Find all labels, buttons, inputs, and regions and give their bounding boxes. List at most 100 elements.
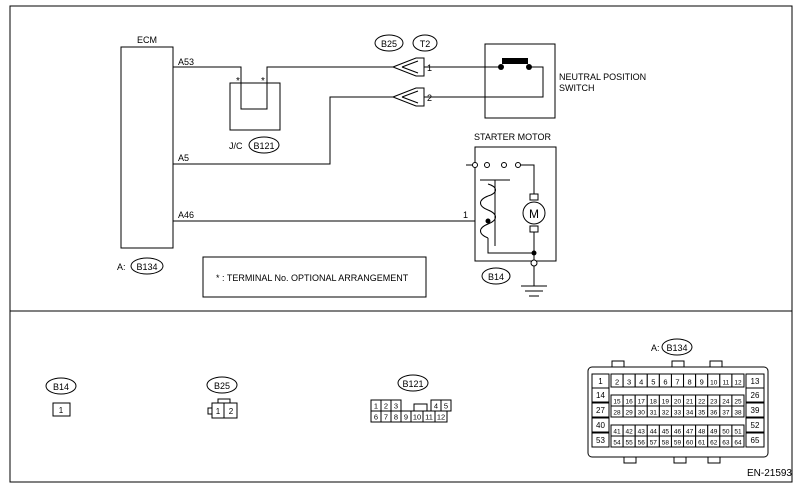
b134-pin: 12 <box>734 380 742 387</box>
b134-pin: 38 <box>734 410 742 417</box>
junction-box <box>229 82 281 131</box>
b134-pin: 33 <box>674 410 682 417</box>
b134-pin: 37 <box>722 410 730 417</box>
junction-bridge <box>240 83 268 110</box>
ecm-connector-prefix: A: <box>117 262 126 272</box>
b134-pin: 49 <box>710 429 718 436</box>
junction-connector-oval <box>248 136 280 154</box>
switch-label-line1: NEUTRAL POSITION <box>559 72 646 82</box>
b134-pin: 53 <box>596 436 605 445</box>
b121-pin: 9 <box>404 413 408 422</box>
b134-pin: 26 <box>751 391 760 400</box>
b134-pin: 10 <box>710 380 718 387</box>
motor-symbol <box>522 201 546 225</box>
starter-connector-id: B14 <box>488 272 504 282</box>
b121-view-id: B121 <box>402 379 423 389</box>
b25-pin1-number: 1 <box>427 63 432 73</box>
b134-pin: 46 <box>674 429 682 436</box>
b121-pin: 2 <box>384 402 388 411</box>
switch-box <box>484 43 556 119</box>
b134-pin: 58 <box>662 440 670 447</box>
switch-label-line2: SWITCH <box>559 83 595 93</box>
b121-pin: 4 <box>434 402 438 411</box>
b134-pin: 8 <box>688 378 692 387</box>
b14-view-id: B14 <box>53 382 69 392</box>
b134-pin: 50 <box>722 429 730 436</box>
b134-pin: 5 <box>651 378 655 387</box>
b134-pin: 62 <box>710 440 718 447</box>
wire-a53 <box>173 66 393 110</box>
b134-pin: 18 <box>650 399 658 406</box>
b134-pin: 64 <box>734 440 742 447</box>
ecm-pin-a53: A53 <box>178 57 194 67</box>
b134-pin: 54 <box>613 440 621 447</box>
reference-code: EN-21593 <box>747 468 792 479</box>
b134-pin: 13 <box>751 377 760 386</box>
b134-pin: 32 <box>662 410 670 417</box>
b25-pin2-housing <box>391 87 425 107</box>
t2-oval <box>412 34 438 52</box>
b134-pin: 6 <box>663 378 667 387</box>
b134-pin: 20 <box>674 399 682 406</box>
switch-contact-bar <box>502 58 528 64</box>
b121-pin: 7 <box>384 413 388 422</box>
b134-pin: 42 <box>626 429 634 436</box>
b134-pin: 35 <box>698 410 706 417</box>
b134-pin: 21 <box>686 399 694 406</box>
ecm-box <box>120 46 174 249</box>
b134-pin: 1 <box>598 377 603 386</box>
b134-pin: 23 <box>710 399 718 406</box>
b134-pin: 60 <box>686 440 694 447</box>
ecm-pin-a46: A46 <box>178 210 194 220</box>
b134-pin: 45 <box>662 429 670 436</box>
b134-pin: 36 <box>710 410 718 417</box>
b121-pin: 1 <box>374 402 378 411</box>
starter-motor: STARTER MOTOR M 1 B14 <box>463 132 557 297</box>
b25-pin2-number: 2 <box>427 93 432 103</box>
ecm-unit: ECM A53 A5 A46 A: B134 <box>117 35 194 275</box>
b25-view-pin-2: 2 <box>229 407 234 416</box>
junction-connector-id: B121 <box>253 141 274 151</box>
b134-pin: 40 <box>596 421 605 430</box>
b134-pin: 43 <box>638 429 646 436</box>
b134-pin: 47 <box>686 429 694 436</box>
t2-id: T2 <box>420 39 431 49</box>
b134-pin: 28 <box>613 410 621 417</box>
b121-pin: 3 <box>394 402 398 411</box>
b134-pin: 31 <box>650 410 658 417</box>
starter-pin-1: 1 <box>463 210 468 220</box>
b25-view-id: B25 <box>214 381 230 391</box>
connector-b25-t2: B25 T2 1 2 <box>374 34 438 107</box>
motor-symbol-letter: M <box>529 207 539 221</box>
b134-pin: 19 <box>662 399 670 406</box>
b134-pin: 57 <box>650 440 658 447</box>
wire-a5 <box>173 96 393 165</box>
junction-star-right: * <box>261 76 265 87</box>
b134-pin: 65 <box>751 436 760 445</box>
b134-pin: 2 <box>615 378 619 387</box>
connector-view-b14: B14 1 <box>45 377 77 417</box>
starter-label: STARTER MOTOR <box>474 132 552 142</box>
b134-pin: 61 <box>698 440 706 447</box>
neutral-position-switch: NEUTRAL POSITION SWITCH <box>424 43 646 119</box>
ecm-connector-oval <box>130 257 164 275</box>
b134-pin: 48 <box>698 429 706 436</box>
b134-pin: 7 <box>675 378 679 387</box>
starter-connector-oval <box>481 267 511 285</box>
b121-pin: 12 <box>437 413 445 422</box>
b134-pin: 9 <box>700 378 704 387</box>
b25-view-pin-1: 1 <box>216 407 221 416</box>
b134-pin: 30 <box>638 410 646 417</box>
ecm-connector-id: B134 <box>136 262 157 272</box>
b134-view-id: B134 <box>666 343 687 353</box>
connector-view-b25: B25 1 2 <box>206 376 238 419</box>
junction-star-left: * <box>236 76 240 87</box>
b134-pin: 14 <box>596 391 605 400</box>
b121-pin: 11 <box>425 413 433 422</box>
b134-pin: 27 <box>596 406 605 415</box>
b14-view-pin: 1 <box>59 406 64 415</box>
